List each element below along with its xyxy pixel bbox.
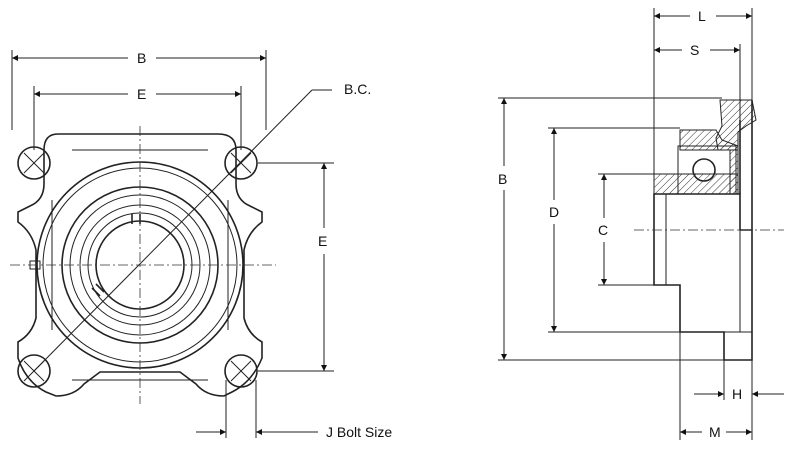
label-dim-m: M	[709, 424, 721, 440]
label-dim-l: L	[698, 8, 706, 24]
label-dim-b-front: B	[137, 50, 146, 66]
bolt-hole-bottom-left	[17, 354, 51, 388]
housing-outline	[17, 133, 263, 397]
label-dim-c: C	[598, 222, 608, 238]
flange-section	[715, 99, 757, 151]
housing-body	[653, 193, 753, 361]
label-bolt-size: J Bolt Size	[326, 424, 392, 440]
label-dim-h: H	[732, 386, 742, 402]
label-dim-e-right: E	[318, 233, 327, 249]
side-view: B D C L S H M	[498, 8, 784, 440]
front-view: B E E B.C. J Bolt Size	[10, 50, 392, 440]
label-dim-b-side: B	[498, 171, 507, 187]
bolt-hole-bottom-right	[224, 354, 258, 388]
label-dim-s: S	[690, 42, 699, 58]
label-dim-e-top: E	[137, 86, 146, 102]
label-bolt-circle: B.C.	[344, 81, 371, 97]
label-dim-d: D	[549, 204, 559, 220]
inner-ring-section	[653, 173, 739, 195]
